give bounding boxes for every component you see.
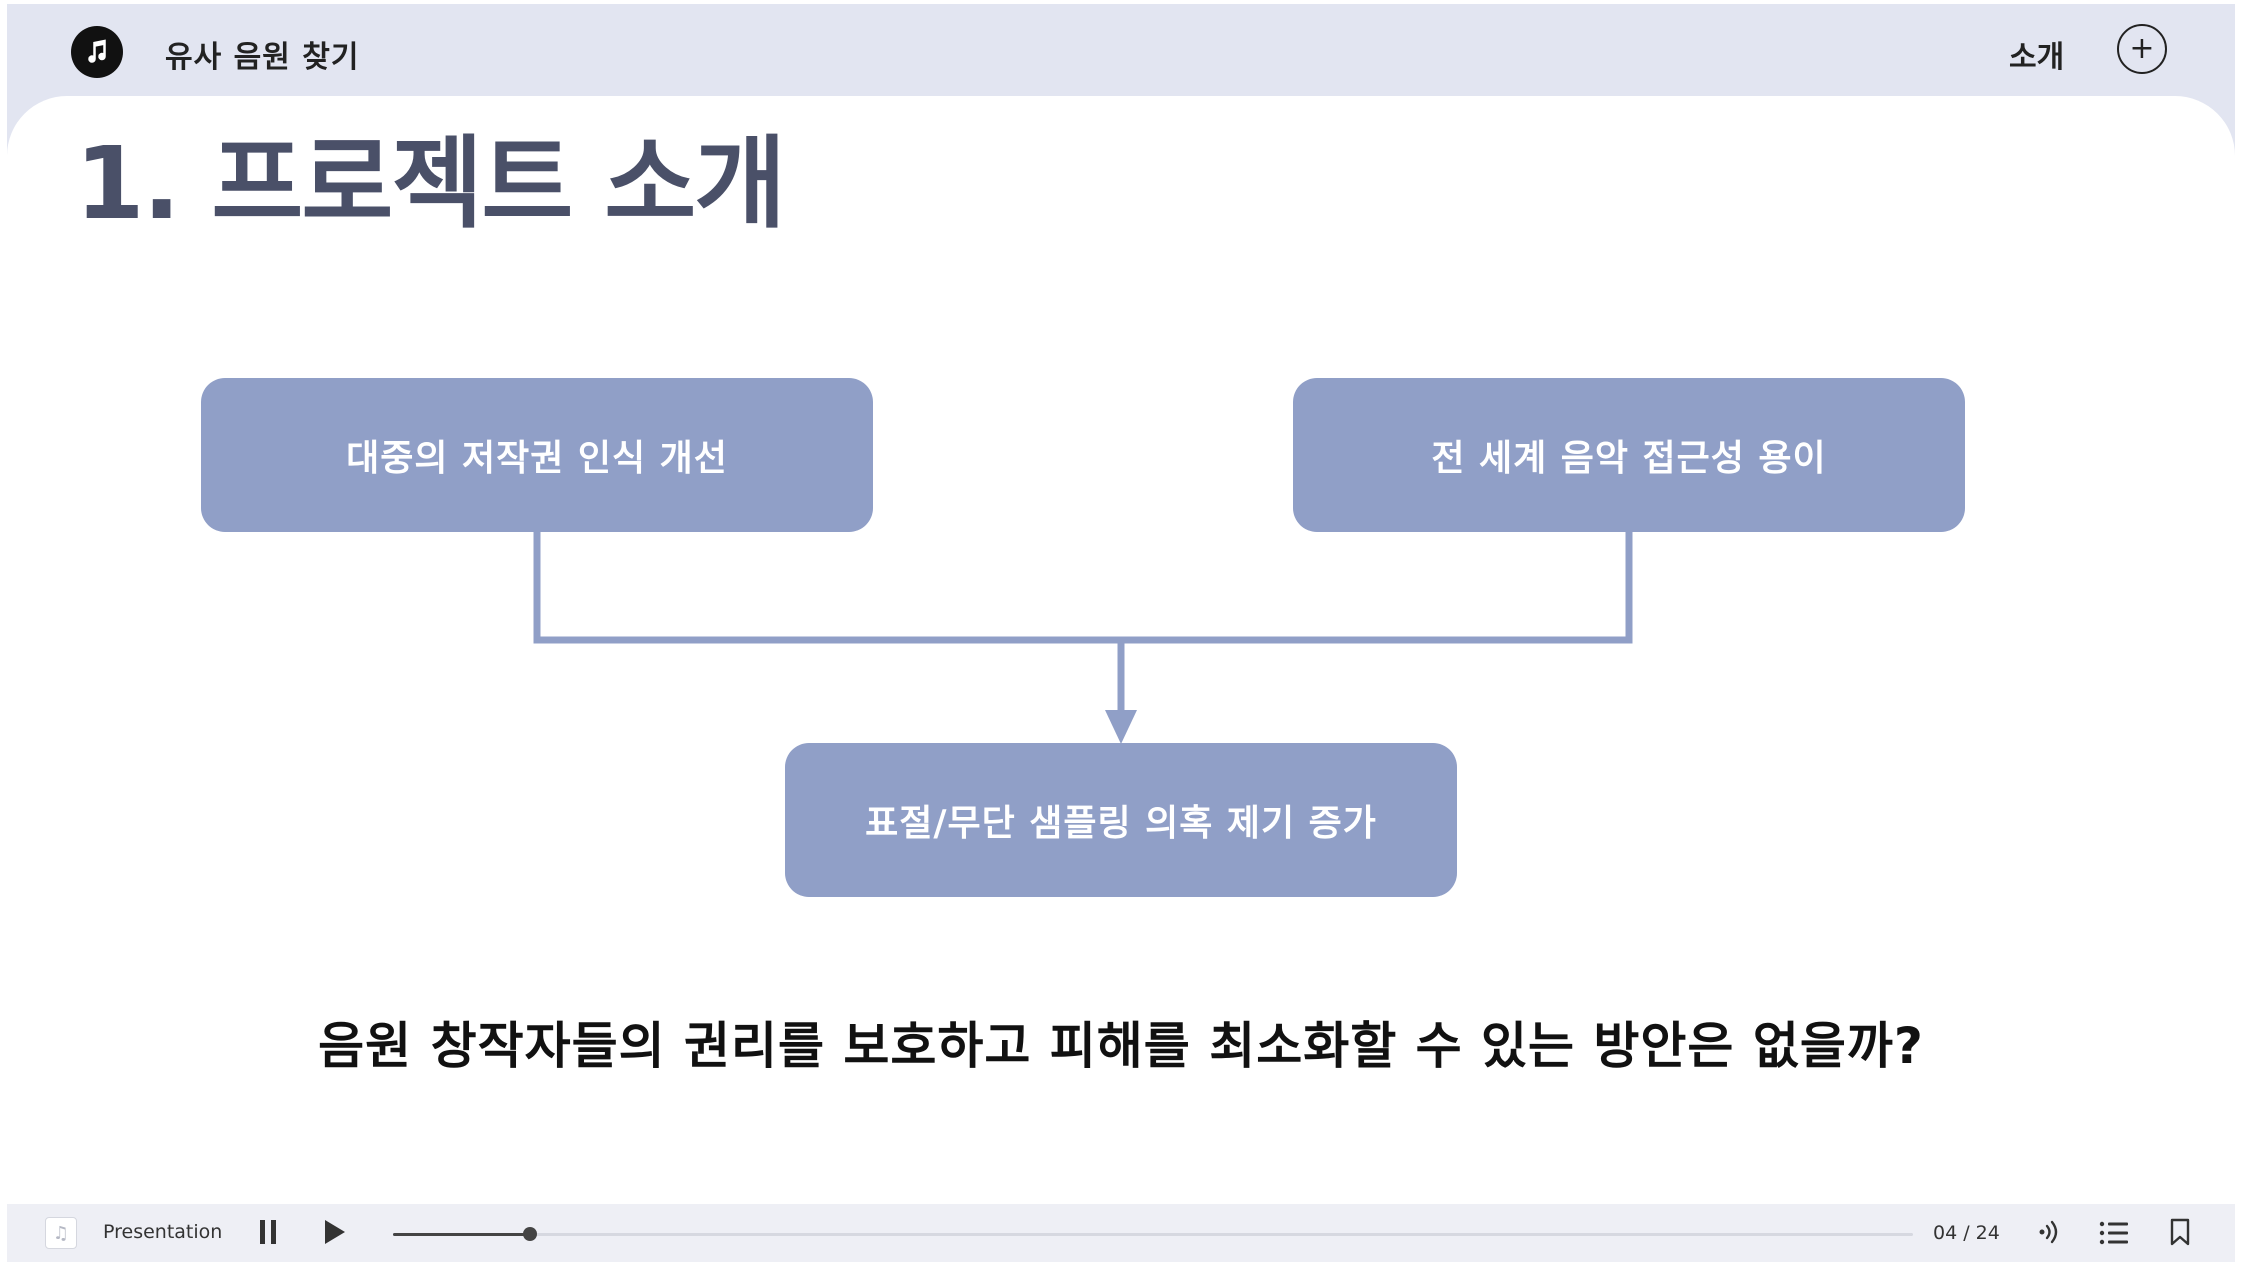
progress-handle[interactable]: [522, 1227, 537, 1241]
volume-icon[interactable]: [2037, 1218, 2063, 1246]
music-note-icon[interactable]: [71, 26, 123, 78]
progress-fill: [393, 1233, 530, 1236]
list-icon[interactable]: [2099, 1220, 2129, 1246]
top-header: 유사 음원 찾기 소개 +: [7, 4, 2235, 96]
flow-box-plagiarism-claims: 표절/무단 샘플링 의혹 제기 증가: [785, 743, 1457, 897]
app-window: 유사 음원 찾기 소개 + 1. 프로젝트 소개 대중의 저작권 인식 개선 전…: [7, 4, 2235, 1262]
play-icon[interactable]: [325, 1220, 345, 1244]
progress-slider[interactable]: [393, 1227, 1913, 1241]
presentation-player-bar: ♫ Presentation 04 / 24: [7, 1204, 2235, 1262]
pause-icon[interactable]: [255, 1220, 281, 1248]
page-counter: 04 / 24: [1933, 1222, 2000, 1244]
nav-link-about[interactable]: 소개: [2009, 40, 2065, 75]
flow-box-global-access: 전 세계 음악 접근성 용이: [1293, 378, 1965, 532]
app-title: 유사 음원 찾기: [165, 40, 360, 75]
presentation-label: Presentation: [103, 1221, 223, 1243]
key-question: 음원 창작자들의 권리를 보호하고 피해를 최소화할 수 있는 방안은 없을까?: [318, 1017, 1924, 1075]
slide-canvas: 1. 프로젝트 소개 대중의 저작권 인식 개선 전 세계 음악 접근성 용이 …: [7, 96, 2235, 1204]
add-button[interactable]: +: [2117, 24, 2167, 74]
slide-title: 1. 프로젝트 소개: [75, 125, 786, 242]
bookmark-icon[interactable]: [2169, 1218, 2191, 1246]
plus-icon: +: [2129, 31, 2155, 66]
flow-box-copyright-awareness: 대중의 저작권 인식 개선: [201, 378, 873, 532]
slide-thumbnail[interactable]: ♫: [45, 1217, 77, 1249]
